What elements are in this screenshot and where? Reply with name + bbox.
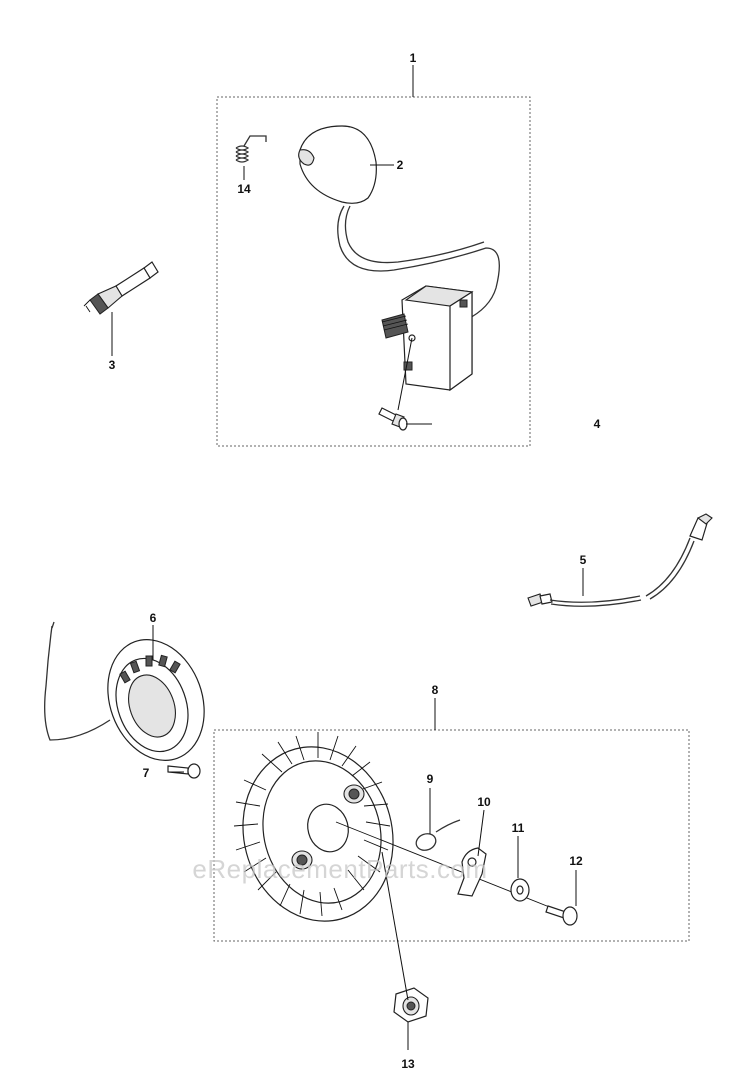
stator-ring-part[interactable] bbox=[44, 621, 221, 774]
callout-2: 2 bbox=[397, 158, 404, 172]
leader-lines bbox=[111, 65, 584, 1050]
pawl-part[interactable] bbox=[457, 847, 487, 897]
callout-3: 3 bbox=[109, 358, 116, 372]
stator-screw-part[interactable] bbox=[167, 763, 201, 779]
spark-plug-boot-part[interactable] bbox=[298, 125, 500, 321]
callout-14: 14 bbox=[237, 182, 251, 196]
watermark-text: eReplacementParts.com bbox=[192, 854, 487, 884]
callout-9: 9 bbox=[427, 772, 434, 786]
callout-12: 12 bbox=[569, 854, 583, 868]
ignition-module-part[interactable] bbox=[381, 285, 474, 392]
circlip-part[interactable] bbox=[414, 819, 461, 853]
ignition-group-box bbox=[216, 96, 531, 447]
flywheel-part[interactable] bbox=[224, 730, 413, 938]
callout-6: 6 bbox=[150, 611, 157, 625]
ignition-wire-part[interactable] bbox=[527, 513, 713, 607]
callout-7: 7 bbox=[143, 766, 150, 780]
callout-13: 13 bbox=[401, 1057, 415, 1071]
pawl-screw-part[interactable] bbox=[545, 905, 578, 926]
flywheel-nut-part[interactable] bbox=[393, 987, 429, 1023]
callout-5: 5 bbox=[580, 553, 587, 567]
washer-part[interactable] bbox=[510, 878, 530, 902]
callout-10: 10 bbox=[477, 795, 491, 809]
callout-11: 11 bbox=[512, 821, 525, 835]
spark-plug-part[interactable] bbox=[83, 261, 159, 315]
module-screw-part[interactable] bbox=[378, 407, 408, 431]
spring-part[interactable] bbox=[235, 135, 267, 163]
flywheel-group-box bbox=[213, 729, 690, 942]
callout-1: 1 bbox=[410, 51, 417, 65]
callout-4: 4 bbox=[594, 417, 601, 431]
callout-8: 8 bbox=[432, 683, 439, 697]
